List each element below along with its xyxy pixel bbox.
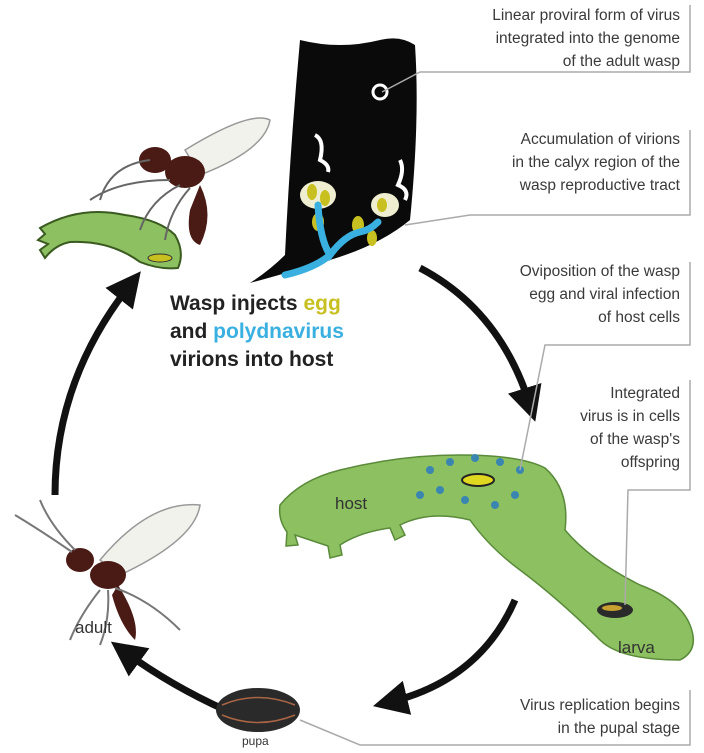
label-larva: larva — [618, 638, 655, 658]
virus-particle — [491, 501, 499, 509]
callout-replication-line: in the pupal stage — [520, 717, 680, 740]
cycle-arrow-to-wasp — [55, 285, 130, 495]
caption-line1-prefix: Wasp injects — [170, 292, 303, 315]
callout-proviral-line: integrated into the genome — [492, 27, 680, 50]
caption-line3: virions into host — [170, 346, 344, 374]
egg-in-caterpillar — [148, 254, 172, 262]
virus-particle — [471, 454, 479, 462]
virus-particle — [461, 496, 469, 504]
callout-integrated-line: Integrated — [580, 382, 680, 405]
caption-line2-prefix: and — [170, 320, 213, 343]
callout-oviposition-line: egg and viral infection — [520, 283, 680, 306]
callout-oviposition-line: Oviposition of the wasp — [520, 260, 680, 283]
pupa-cocoon — [216, 688, 300, 732]
callout-replication-line: Virus replication begins — [520, 694, 680, 717]
callout-calyx-line: wasp reproductive tract — [512, 174, 680, 197]
egg-mark — [307, 184, 317, 200]
callout-oviposition-line: of host cells — [520, 306, 680, 329]
callout-calyx: Accumulation of virions in the calyx reg… — [512, 128, 680, 197]
caption-polydnavirus-word: polydnavirus — [213, 320, 344, 343]
egg-mark — [377, 198, 387, 212]
caption-egg-word: egg — [303, 292, 340, 315]
cycle-arrow-to-pupa — [390, 600, 515, 702]
callout-integrated-line: virus is in cells — [580, 405, 680, 428]
label-host: host — [335, 494, 367, 514]
callout-integrated-line: offspring — [580, 451, 680, 474]
callout-proviral-line: Linear proviral form of virus — [492, 4, 680, 27]
wasp-top-thorax — [165, 156, 205, 188]
egg-mark — [320, 190, 330, 206]
callout-replication: Virus replication begins in the pupal st… — [520, 694, 680, 740]
virus-particle — [511, 491, 519, 499]
virus-particle — [416, 491, 424, 499]
proviral-genome-icon — [373, 85, 387, 99]
callout-proviral-line: of the adult wasp — [492, 50, 680, 73]
cycle-arrow-to-host — [420, 268, 530, 405]
virus-particle — [426, 466, 434, 474]
cycle-arrow-to-adult — [125, 652, 225, 710]
label-adult: adult — [75, 618, 112, 638]
callout-integrated: Integrated virus is in cells of the wasp… — [580, 382, 680, 474]
wasp-egg-in-host — [462, 474, 494, 486]
adult-abdomen — [112, 585, 136, 640]
virus-particle — [446, 458, 454, 466]
label-pupa: pupa — [242, 734, 269, 748]
virus-particle — [436, 486, 444, 494]
wasp-top-abdomen — [189, 185, 208, 245]
callout-calyx-line: Accumulation of virions — [512, 128, 680, 151]
callout-proviral: Linear proviral form of virus integrated… — [492, 4, 680, 73]
callout-integrated-line: of the wasp's — [580, 428, 680, 451]
virus-particle — [496, 458, 504, 466]
callout-oviposition: Oviposition of the wasp egg and viral in… — [520, 260, 680, 329]
callout-calyx-line: in the calyx region of the — [512, 151, 680, 174]
larva-highlight — [602, 605, 622, 611]
adult-thorax — [90, 561, 126, 589]
central-caption: Wasp injects egg and polydnavirus virion… — [170, 290, 344, 374]
